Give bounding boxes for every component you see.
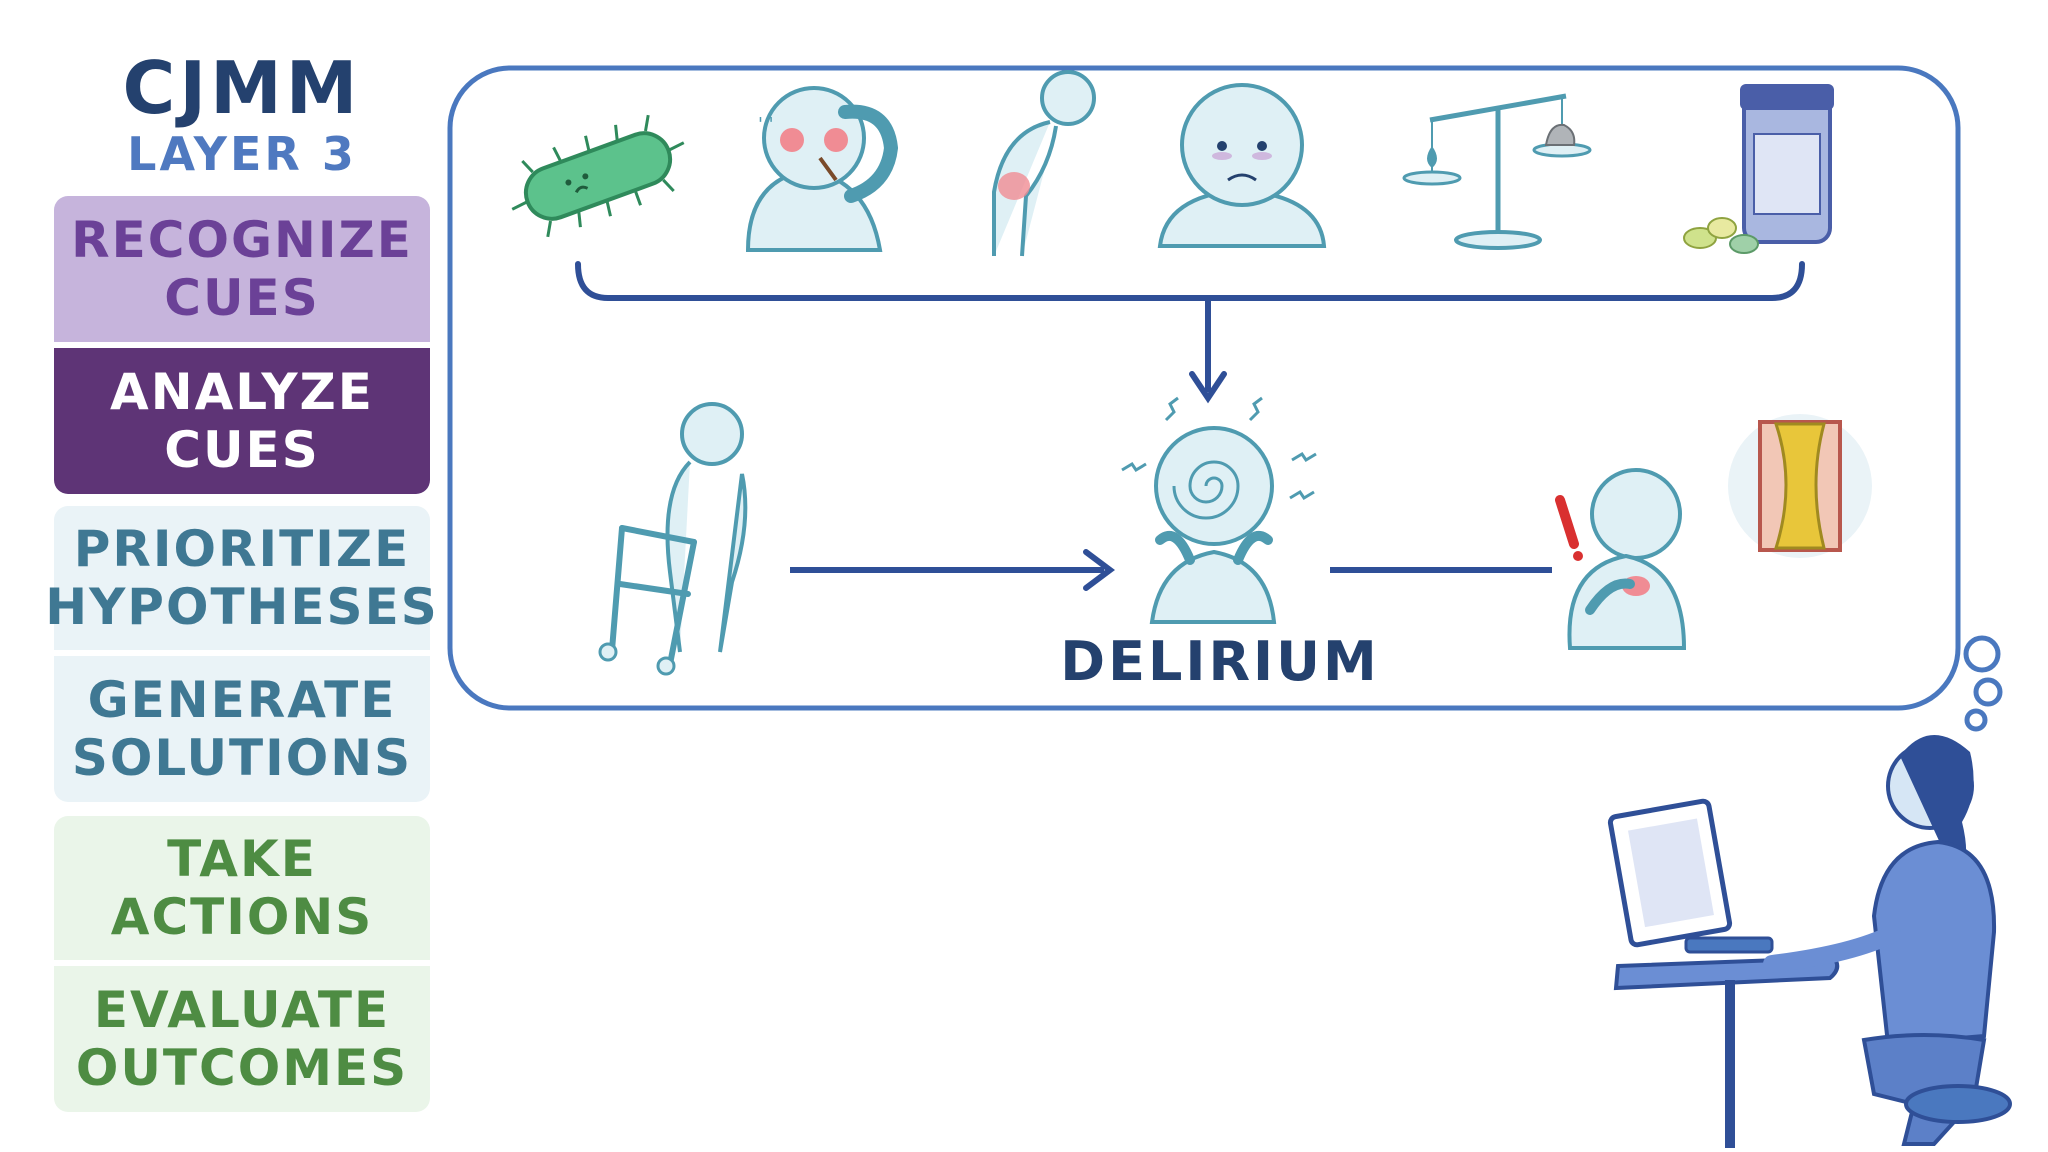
step-label-line1: RECOGNIZE — [71, 211, 413, 269]
cjmm-title-block: CJMM LAYER 3 — [54, 48, 430, 180]
down-arrowhead — [1189, 371, 1227, 404]
bacteria-icon — [511, 114, 685, 238]
chest-pain-icon — [1555, 468, 1687, 650]
step-label-line2: CUES — [164, 421, 320, 479]
nurse-computer-icon — [1607, 734, 2012, 1148]
step-label-line1: PRIORITIZE — [73, 520, 411, 578]
elderly-walker-icon — [598, 402, 748, 676]
step-label-line1: GENERATE — [87, 671, 397, 729]
page-title: CJMM — [122, 46, 362, 130]
step-label-line1: TAKE — [167, 830, 317, 888]
delirium-figure-icon — [1121, 396, 1317, 624]
medication-bottle-icon — [1683, 84, 1834, 254]
thought-bubble-dot-large — [1963, 635, 2001, 673]
thought-bubble-frame — [447, 65, 1961, 711]
back-pain-icon — [992, 70, 1096, 257]
step-label-line2: CUES — [164, 269, 320, 327]
artery-plaque-icon — [1728, 414, 1872, 558]
cause-bracket — [575, 261, 1805, 301]
balance-scale-icon — [1402, 93, 1592, 250]
thought-bubble-dot-medium — [1973, 677, 2003, 707]
thought-bubble-dot-small — [1964, 708, 1988, 732]
step-label-line1: EVALUATE — [93, 981, 391, 1039]
step-label-line2: ACTIONS — [110, 888, 374, 946]
fever-icon: ' ' — [745, 86, 899, 252]
svg-text:' ': ' ' — [758, 114, 774, 135]
page-subtitle: LAYER 3 — [127, 127, 357, 181]
step-label-line1: ANALYZE — [110, 363, 374, 421]
step-label-line2: HYPOTHESES — [45, 578, 439, 636]
sad-face-icon — [1157, 83, 1327, 248]
step-label-line2: OUTCOMES — [75, 1039, 409, 1097]
right-arrowhead — [1083, 549, 1115, 591]
step-label-line2: SOLUTIONS — [71, 729, 413, 787]
delirium-label: DELIRIUM — [1060, 630, 1380, 693]
